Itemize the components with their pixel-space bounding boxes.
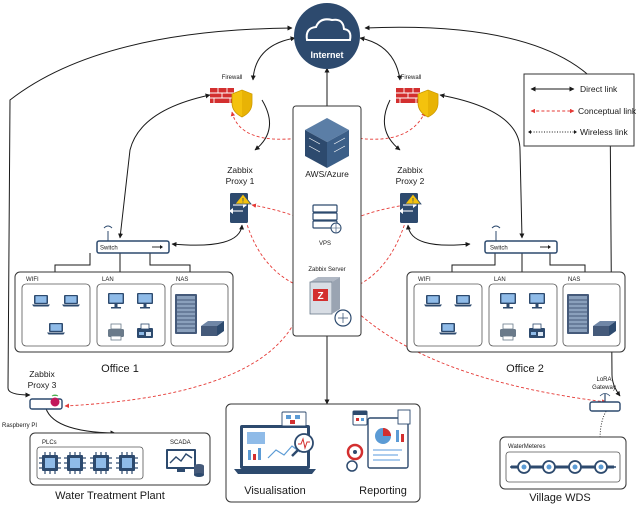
office1-nas-label: NAS [176,277,188,283]
laptop-icon [439,323,457,335]
wireless-links [599,409,608,441]
laptop-icon [32,295,50,307]
firewall-left-label: Firewall [222,75,243,81]
lora-line1: LoRA [596,377,611,383]
legend-conceptual-label: Conceptual link [578,106,637,116]
firewall-right-label: Firewall [401,75,422,81]
conceptual-links [64,111,607,409]
scada-label: SCADA [170,440,191,446]
vps-label: VPS [319,241,331,247]
firewall-left: Firewall [209,75,253,118]
zabbix-proxy-2: Zabbix Proxy 2 [396,165,425,224]
svg-text:Z: Z [317,291,323,302]
laptop-icon [62,295,80,307]
plc-chip-icon [63,451,87,475]
village-title: Village WDS [529,492,591,504]
proxy3-line2: Proxy 3 [28,380,57,390]
zabbix-server-icon: Z [309,277,352,327]
proxy3-line1: Zabbix [29,369,55,379]
proxy1-line1: Zabbix [227,165,253,175]
raspberry-label: Raspberry PI [2,423,37,429]
office2-nas-label: NAS [568,277,580,283]
visualisation-reporting-panel: Visualisation Reporting [225,403,421,503]
legend-wireless-label: Wireless link [580,127,628,137]
scada-icon [166,449,204,477]
office2-wifi-label: WIFI [418,277,431,283]
laptop-icon [47,323,65,335]
legend: Direct link Conceptual link Wireless lin… [523,73,637,147]
village-wds: WaterMeteres Village WDS [499,436,627,504]
reporting-label: Reporting [359,485,407,497]
visualisation-label: Visualisation [244,485,306,497]
visualisation-icon [234,411,316,474]
office2-lan-label: LAN [494,277,506,283]
switch-left: Switch [96,225,170,254]
switch-right-label: Switch [490,246,508,252]
switch-left-label: Switch [100,246,118,252]
laptop-icon [454,295,472,307]
plcs-label: PLCs [42,440,57,446]
office-1: WIFI LAN NAS Office 1 [14,271,234,375]
plc-chip-icon [115,451,139,475]
proxy2-line1: Zabbix [397,165,423,175]
zabbix-proxy-1: Zabbix Proxy 1 [226,165,255,224]
plc-chip-icon [38,451,62,475]
lora-gateway: LoRA Gateway [589,377,621,412]
reporting-icon [346,409,411,472]
legend-direct-label: Direct link [580,84,618,94]
office1-lan-label: LAN [102,277,114,283]
server-rack-icon [174,293,198,335]
office-2: WIFI LAN NAS Office 2 [406,271,626,375]
meters-label: WaterMeteres [508,444,545,450]
zabbix-server-label: Zabbix Server [308,267,345,273]
internet-label: Internet [310,50,343,60]
vps-icon [312,204,342,234]
plc-chip-icon [89,451,113,475]
laptop-icon [424,295,442,307]
office1-wifi-label: WIFI [26,277,39,283]
proxy2-line2: Proxy 2 [396,176,425,186]
internet-node: Internet [294,3,360,69]
aws-label: AWS/Azure [305,169,349,179]
firewall-right: Firewall [395,75,439,118]
water-plant-title: Water Treatment Plant [55,490,165,502]
lora-line2: Gateway [592,385,616,391]
server-rack-icon [566,293,590,335]
aws-azure-icon [305,118,349,168]
proxy1-line2: Proxy 1 [226,176,255,186]
office1-title: Office 1 [101,363,139,375]
water-treatment-plant: PLCs SCADA Water Treatment Plant [29,432,211,502]
switch-right: Switch [484,225,558,254]
office2-title: Office 2 [506,363,544,375]
zabbix-proxy-3: Zabbix Proxy 3 Raspberry PI [2,369,63,429]
